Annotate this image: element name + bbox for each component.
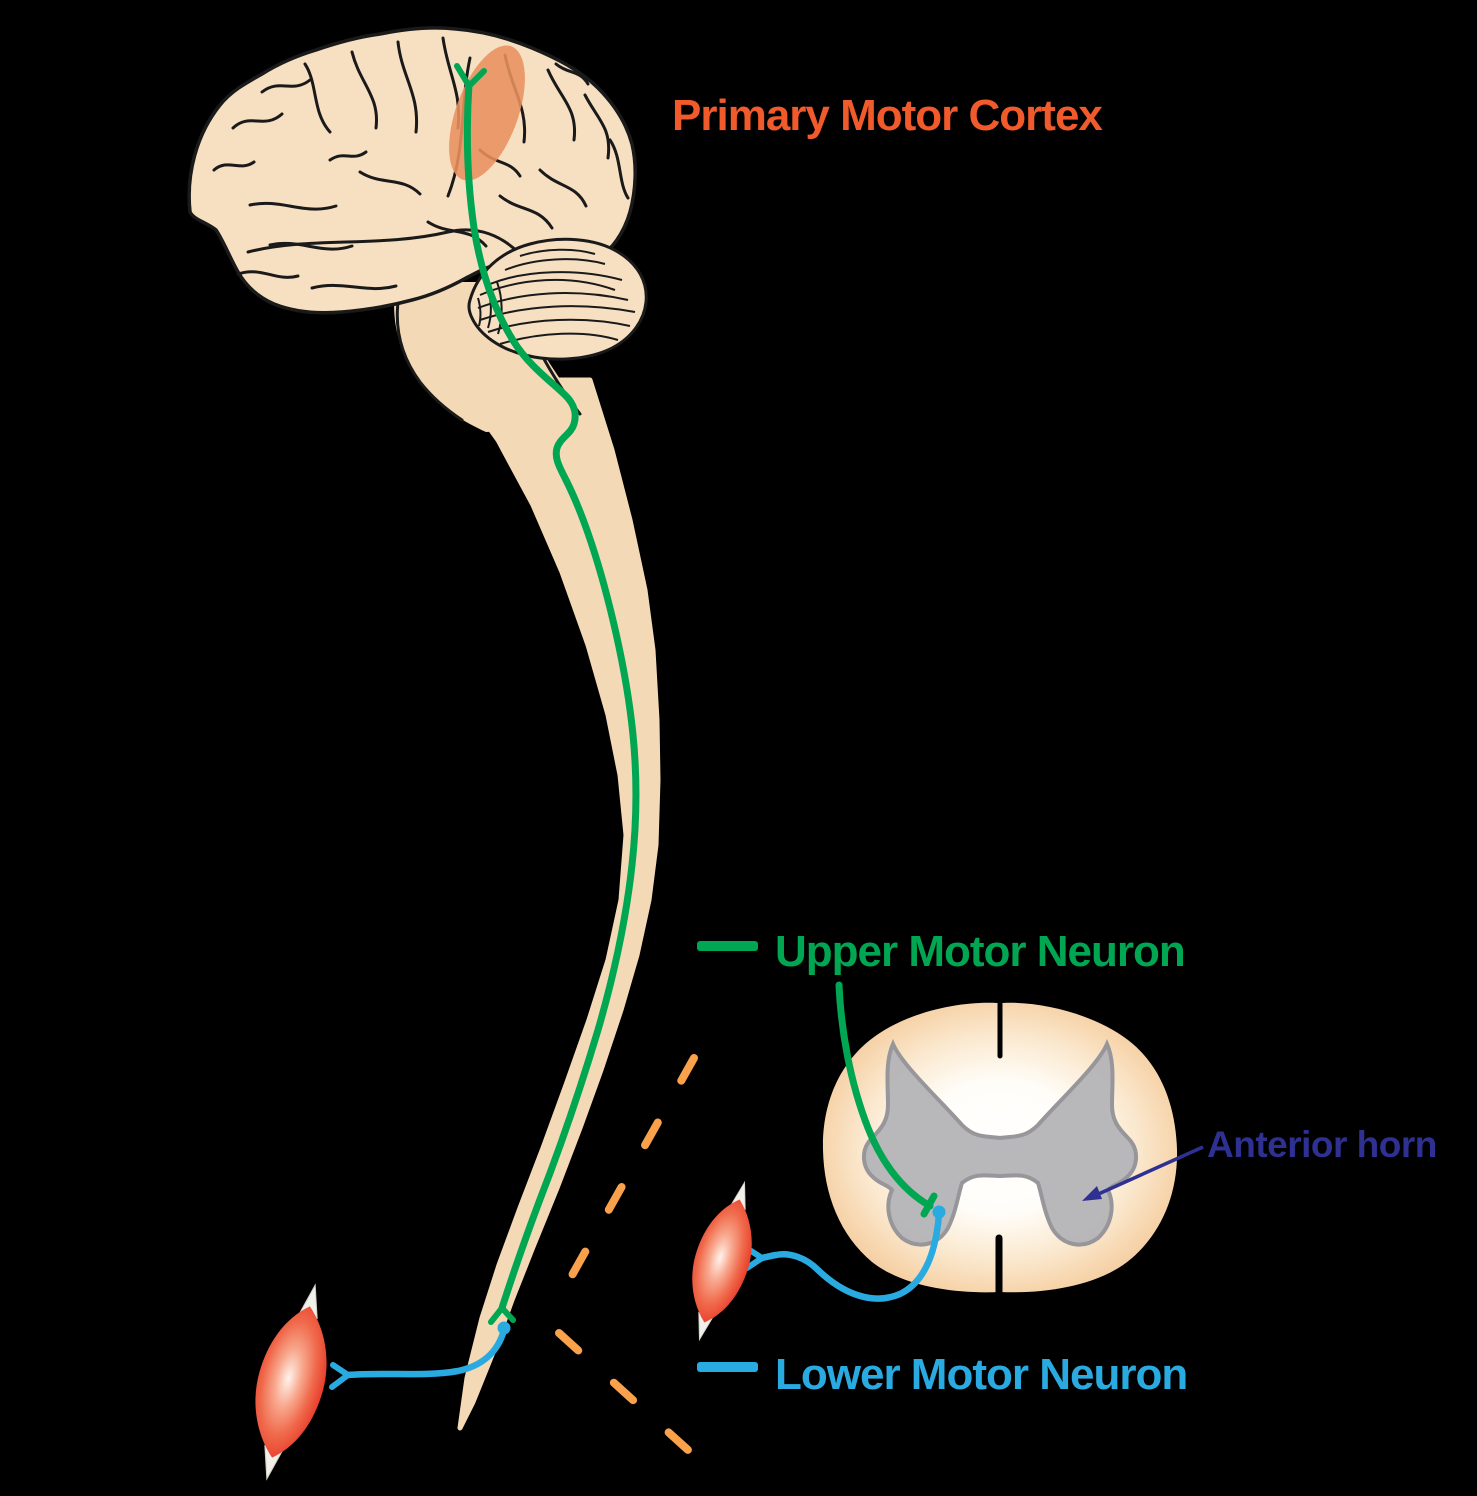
spinal-cord-cross-section: [822, 981, 1178, 1296]
brain: [187, 26, 648, 361]
sulcus: [350, 50, 379, 130]
sulcus: [328, 150, 368, 162]
upper-motor-neuron-legend-dash: [697, 941, 758, 951]
sulcus: [583, 93, 611, 160]
anterior-horn-pointer: [1082, 1145, 1204, 1201]
sulcus: [248, 201, 338, 211]
lmn-axon-left: [344, 1326, 508, 1379]
cerebrum-outline: [187, 26, 637, 315]
sulcus: [396, 40, 419, 134]
umn-dendrite-fork: [454, 63, 487, 89]
upper-motor-neuron-axon: [463, 80, 640, 1312]
spinal-cord: [394, 282, 661, 1431]
brainstem-left-edge: [395, 293, 464, 422]
upper-motor-neuron: [454, 63, 640, 1325]
sulcus: [268, 241, 354, 251]
lower-motor-neuron-axons: [329, 1210, 943, 1390]
upper-motor-neuron-label: Upper Motor Neuron: [775, 927, 1185, 976]
section-dash-lower: [555, 1329, 713, 1473]
umn-synaptic-bouton: [920, 1192, 938, 1218]
folia-line: [504, 258, 606, 271]
brainstem: [394, 282, 594, 432]
muscle-belly: [255, 1306, 327, 1458]
sulcus: [538, 168, 588, 208]
sulcus: [358, 170, 422, 196]
sulcus: [236, 270, 300, 279]
sulcus: [303, 62, 332, 134]
spinal-cord-shape: [452, 377, 661, 1431]
lower-motor-neuron-label: Lower Motor Neuron: [775, 1350, 1187, 1399]
vermis-line: [496, 281, 503, 335]
sulcus: [608, 138, 630, 200]
sulcus: [554, 62, 590, 86]
lateral-sulcus: [246, 228, 522, 256]
anterior-horn-label: Anterior horn: [1207, 1124, 1437, 1165]
sulcus: [498, 194, 554, 230]
cerebellum-outline: [467, 237, 648, 361]
sulcus: [546, 68, 577, 142]
muscle-right: [692, 1180, 752, 1342]
sulcus: [212, 160, 256, 172]
anterior-horn-arrowhead: [1082, 1186, 1102, 1201]
folia-line: [479, 278, 616, 296]
muscle-left: [255, 1283, 327, 1481]
sulcus: [260, 78, 312, 94]
muscle-belly: [692, 1199, 752, 1323]
section-projection-dashes: [553, 1054, 713, 1473]
sulcus: [310, 283, 398, 291]
section-dash-upper: [553, 1054, 698, 1306]
lmn-axon-right: [758, 1210, 943, 1302]
sulci: [212, 36, 630, 291]
cerebellum: [467, 237, 648, 361]
lower-motor-neuron-legend-dash: [697, 1362, 758, 1372]
folia-line: [489, 271, 623, 285]
sulcus: [231, 112, 284, 130]
vermis-line: [477, 297, 482, 327]
umn-terminal-fork: [488, 1305, 516, 1325]
umn-axon-in-section: [835, 981, 934, 1210]
lmn-left-endplate-fork: [329, 1362, 351, 1390]
sulcus: [426, 220, 488, 248]
primary-motor-cortex-label: Primary Motor Cortex: [672, 91, 1103, 140]
anterior-horn-leader-line: [1093, 1145, 1204, 1198]
folia-line: [519, 248, 596, 257]
